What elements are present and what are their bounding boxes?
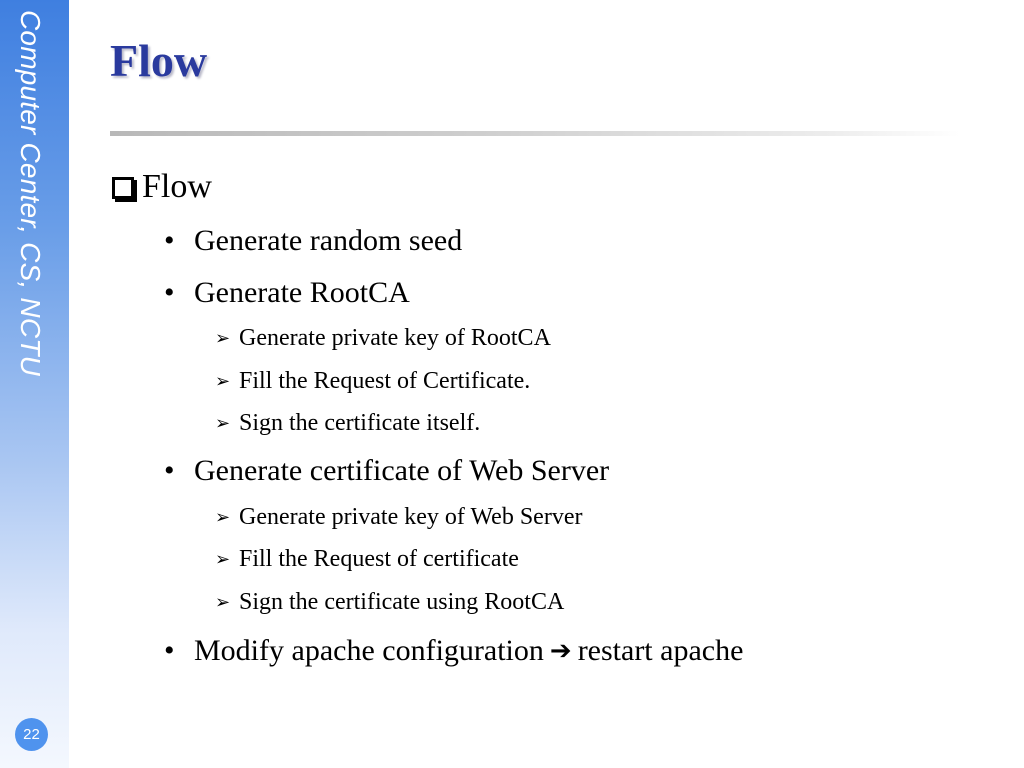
sub-bullet-label: Sign the certificate itself.	[239, 410, 481, 436]
checkbox-bullet-icon	[112, 177, 134, 199]
bullet-item: • Modify apache configuration ➔ restart …	[164, 634, 743, 668]
sub-bullet-label: Generate private key of Web Server	[239, 504, 583, 530]
right-arrow-icon: ➔	[549, 636, 572, 666]
sub-bullet-item: ➢ Fill the Request of certificate	[215, 546, 519, 573]
bullet-label: Generate random seed	[194, 224, 463, 257]
bullet-dot-icon: •	[164, 454, 175, 487]
page-number-badge: 22	[15, 718, 48, 751]
section-heading-label: Flow	[142, 168, 212, 205]
sub-bullet-item: ➢ Sign the certificate using RootCA	[215, 589, 564, 616]
arrow-bullet-icon: ➢	[215, 549, 231, 569]
sub-bullet-item: ➢ Fill the Request of Certificate.	[215, 368, 530, 395]
sidebar-label: Computer Center, CS, NCTU	[15, 10, 46, 376]
sub-bullet-item: ➢ Sign the certificate itself.	[215, 410, 480, 437]
sub-bullet-label: Fill the Request of certificate	[239, 546, 519, 572]
sub-bullet-label: Fill the Request of Certificate.	[239, 368, 531, 394]
arrow-bullet-icon: ➢	[215, 413, 231, 433]
sidebar: Computer Center, CS, NCTU 22	[0, 0, 69, 768]
arrow-bullet-icon: ➢	[215, 371, 231, 391]
arrow-bullet-icon: ➢	[215, 507, 231, 527]
bullet-item: • Generate certificate of Web Server	[164, 454, 609, 488]
bullet-label: Generate certificate of Web Server	[194, 454, 610, 487]
sub-bullet-label: Generate private key of RootCA	[239, 325, 551, 351]
sub-bullet-label: Sign the certificate using RootCA	[239, 589, 565, 615]
arrow-bullet-icon: ➢	[215, 592, 231, 612]
bullet-label: Generate RootCA	[194, 276, 410, 309]
bullet-item: • Generate RootCA	[164, 276, 410, 310]
arrow-bullet-icon: ➢	[215, 328, 231, 348]
bullet-item: • Generate random seed	[164, 224, 462, 258]
sub-bullet-item: ➢ Generate private key of Web Server	[215, 504, 582, 531]
bullet-dot-icon: •	[164, 634, 175, 667]
slide-title: Flow	[110, 35, 208, 86]
sub-bullet-item: ➢ Generate private key of RootCA	[215, 325, 551, 352]
section-heading: Flow	[112, 168, 212, 206]
title-divider	[110, 131, 960, 136]
bullet-dot-icon: •	[164, 224, 175, 257]
bullet-dot-icon: •	[164, 276, 175, 309]
bullet-label-after-arrow: restart apache	[577, 634, 744, 667]
bullet-label-before-arrow: Modify apache configuration	[194, 634, 544, 667]
